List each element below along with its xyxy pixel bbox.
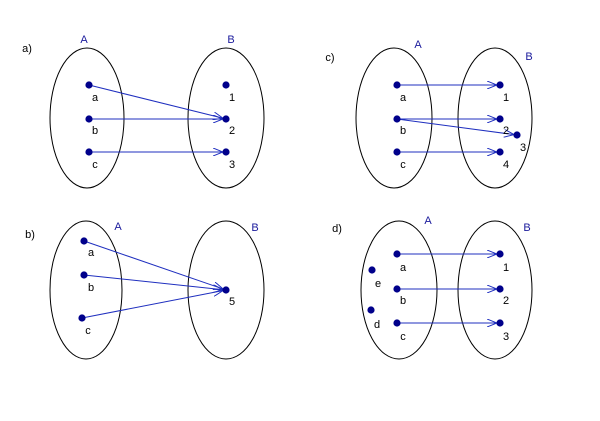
element-dot-d xyxy=(367,306,375,314)
element-label-b: b xyxy=(400,125,406,137)
element-dot-e xyxy=(368,266,376,274)
set-b-ellipse xyxy=(187,220,265,360)
element-dot-3 xyxy=(222,148,230,156)
element-dot-c xyxy=(393,319,401,327)
element-label-2: 2 xyxy=(503,125,509,137)
set-b-ellipse xyxy=(187,47,265,189)
panel-b: b) A Ba b c 5 xyxy=(25,220,265,360)
element-dot-3 xyxy=(496,319,504,327)
element-label-1: 1 xyxy=(503,262,509,274)
set-b-label: B xyxy=(523,222,530,234)
element-label-1: 1 xyxy=(229,92,235,104)
element-label-e: e xyxy=(375,278,381,290)
element-label-b: b xyxy=(88,282,94,294)
element-dot-2 xyxy=(496,285,504,293)
mapping-arrow-b-to-5 xyxy=(83,274,222,290)
element-label-2: 2 xyxy=(503,295,509,307)
element-dot-a xyxy=(85,81,93,89)
element-label-b: b xyxy=(92,125,98,137)
element-dot-c xyxy=(393,148,401,156)
element-dot-b xyxy=(80,271,88,279)
set-a-ellipse xyxy=(355,47,433,189)
set-b-label: B xyxy=(227,34,234,46)
set-a-ellipse xyxy=(49,47,125,189)
set-a-label: A xyxy=(114,221,122,233)
element-label-5: 5 xyxy=(229,296,235,308)
element-label-c: c xyxy=(400,159,406,171)
element-label-b: b xyxy=(400,295,406,307)
set-a-label: A xyxy=(424,215,432,227)
element-label-1: 1 xyxy=(503,92,509,104)
element-dot-c xyxy=(85,148,93,156)
element-dot-2 xyxy=(496,115,504,123)
element-dot-a xyxy=(393,81,401,89)
element-label-a: a xyxy=(400,92,407,104)
panel-a: a) A Ba b c 1 2 3 xyxy=(22,34,265,189)
set-a-ellipse xyxy=(360,220,438,360)
set-b-label: B xyxy=(525,51,532,63)
mapping-arrow-b-to-3 xyxy=(396,118,513,134)
element-dot-b xyxy=(393,115,401,123)
element-dot-1 xyxy=(222,81,230,89)
element-dot-1 xyxy=(496,81,504,89)
element-dot-a xyxy=(393,250,401,258)
set-b-label: B xyxy=(251,222,258,234)
mapping-arrow-a-to-2 xyxy=(88,84,222,118)
mapping-arrow-c-to-5 xyxy=(81,291,222,319)
element-dot-3 xyxy=(513,131,521,139)
element-dot-5 xyxy=(222,286,230,294)
panel-d: d) A Ba b c e d 1 2 3 xyxy=(332,215,533,360)
element-label-c: c xyxy=(85,325,91,337)
element-label-3: 3 xyxy=(229,159,235,171)
element-label-3: 3 xyxy=(503,331,509,343)
element-label-2: 2 xyxy=(229,125,235,137)
panel-tag: b) xyxy=(25,229,35,241)
set-a-label: A xyxy=(80,34,88,46)
element-label-a: a xyxy=(88,247,95,259)
element-label-a: a xyxy=(92,92,99,104)
panel-c: c) A Ba b c 1 234 xyxy=(325,39,533,189)
element-dot-c xyxy=(78,314,86,322)
element-label-3: 3 xyxy=(520,142,526,154)
element-dot-b xyxy=(85,115,93,123)
mapping-arrow-a-to-5 xyxy=(83,240,222,289)
element-dot-4 xyxy=(496,148,504,156)
panel-tag: c) xyxy=(325,52,334,64)
element-dot-b xyxy=(393,285,401,293)
element-label-d: d xyxy=(374,319,380,331)
element-label-c: c xyxy=(92,159,98,171)
panel-tag: a) xyxy=(22,43,32,55)
element-dot-1 xyxy=(496,250,504,258)
set-a-label: A xyxy=(414,39,422,51)
element-dot-a xyxy=(80,237,88,245)
element-label-a: a xyxy=(400,262,407,274)
panel-tag: d) xyxy=(332,223,342,235)
set-a-ellipse xyxy=(49,220,123,360)
set-b-ellipse xyxy=(457,220,533,360)
element-label-4: 4 xyxy=(503,159,509,171)
element-label-c: c xyxy=(400,331,406,343)
set-b-ellipse xyxy=(457,47,533,189)
element-dot-2 xyxy=(222,115,230,123)
